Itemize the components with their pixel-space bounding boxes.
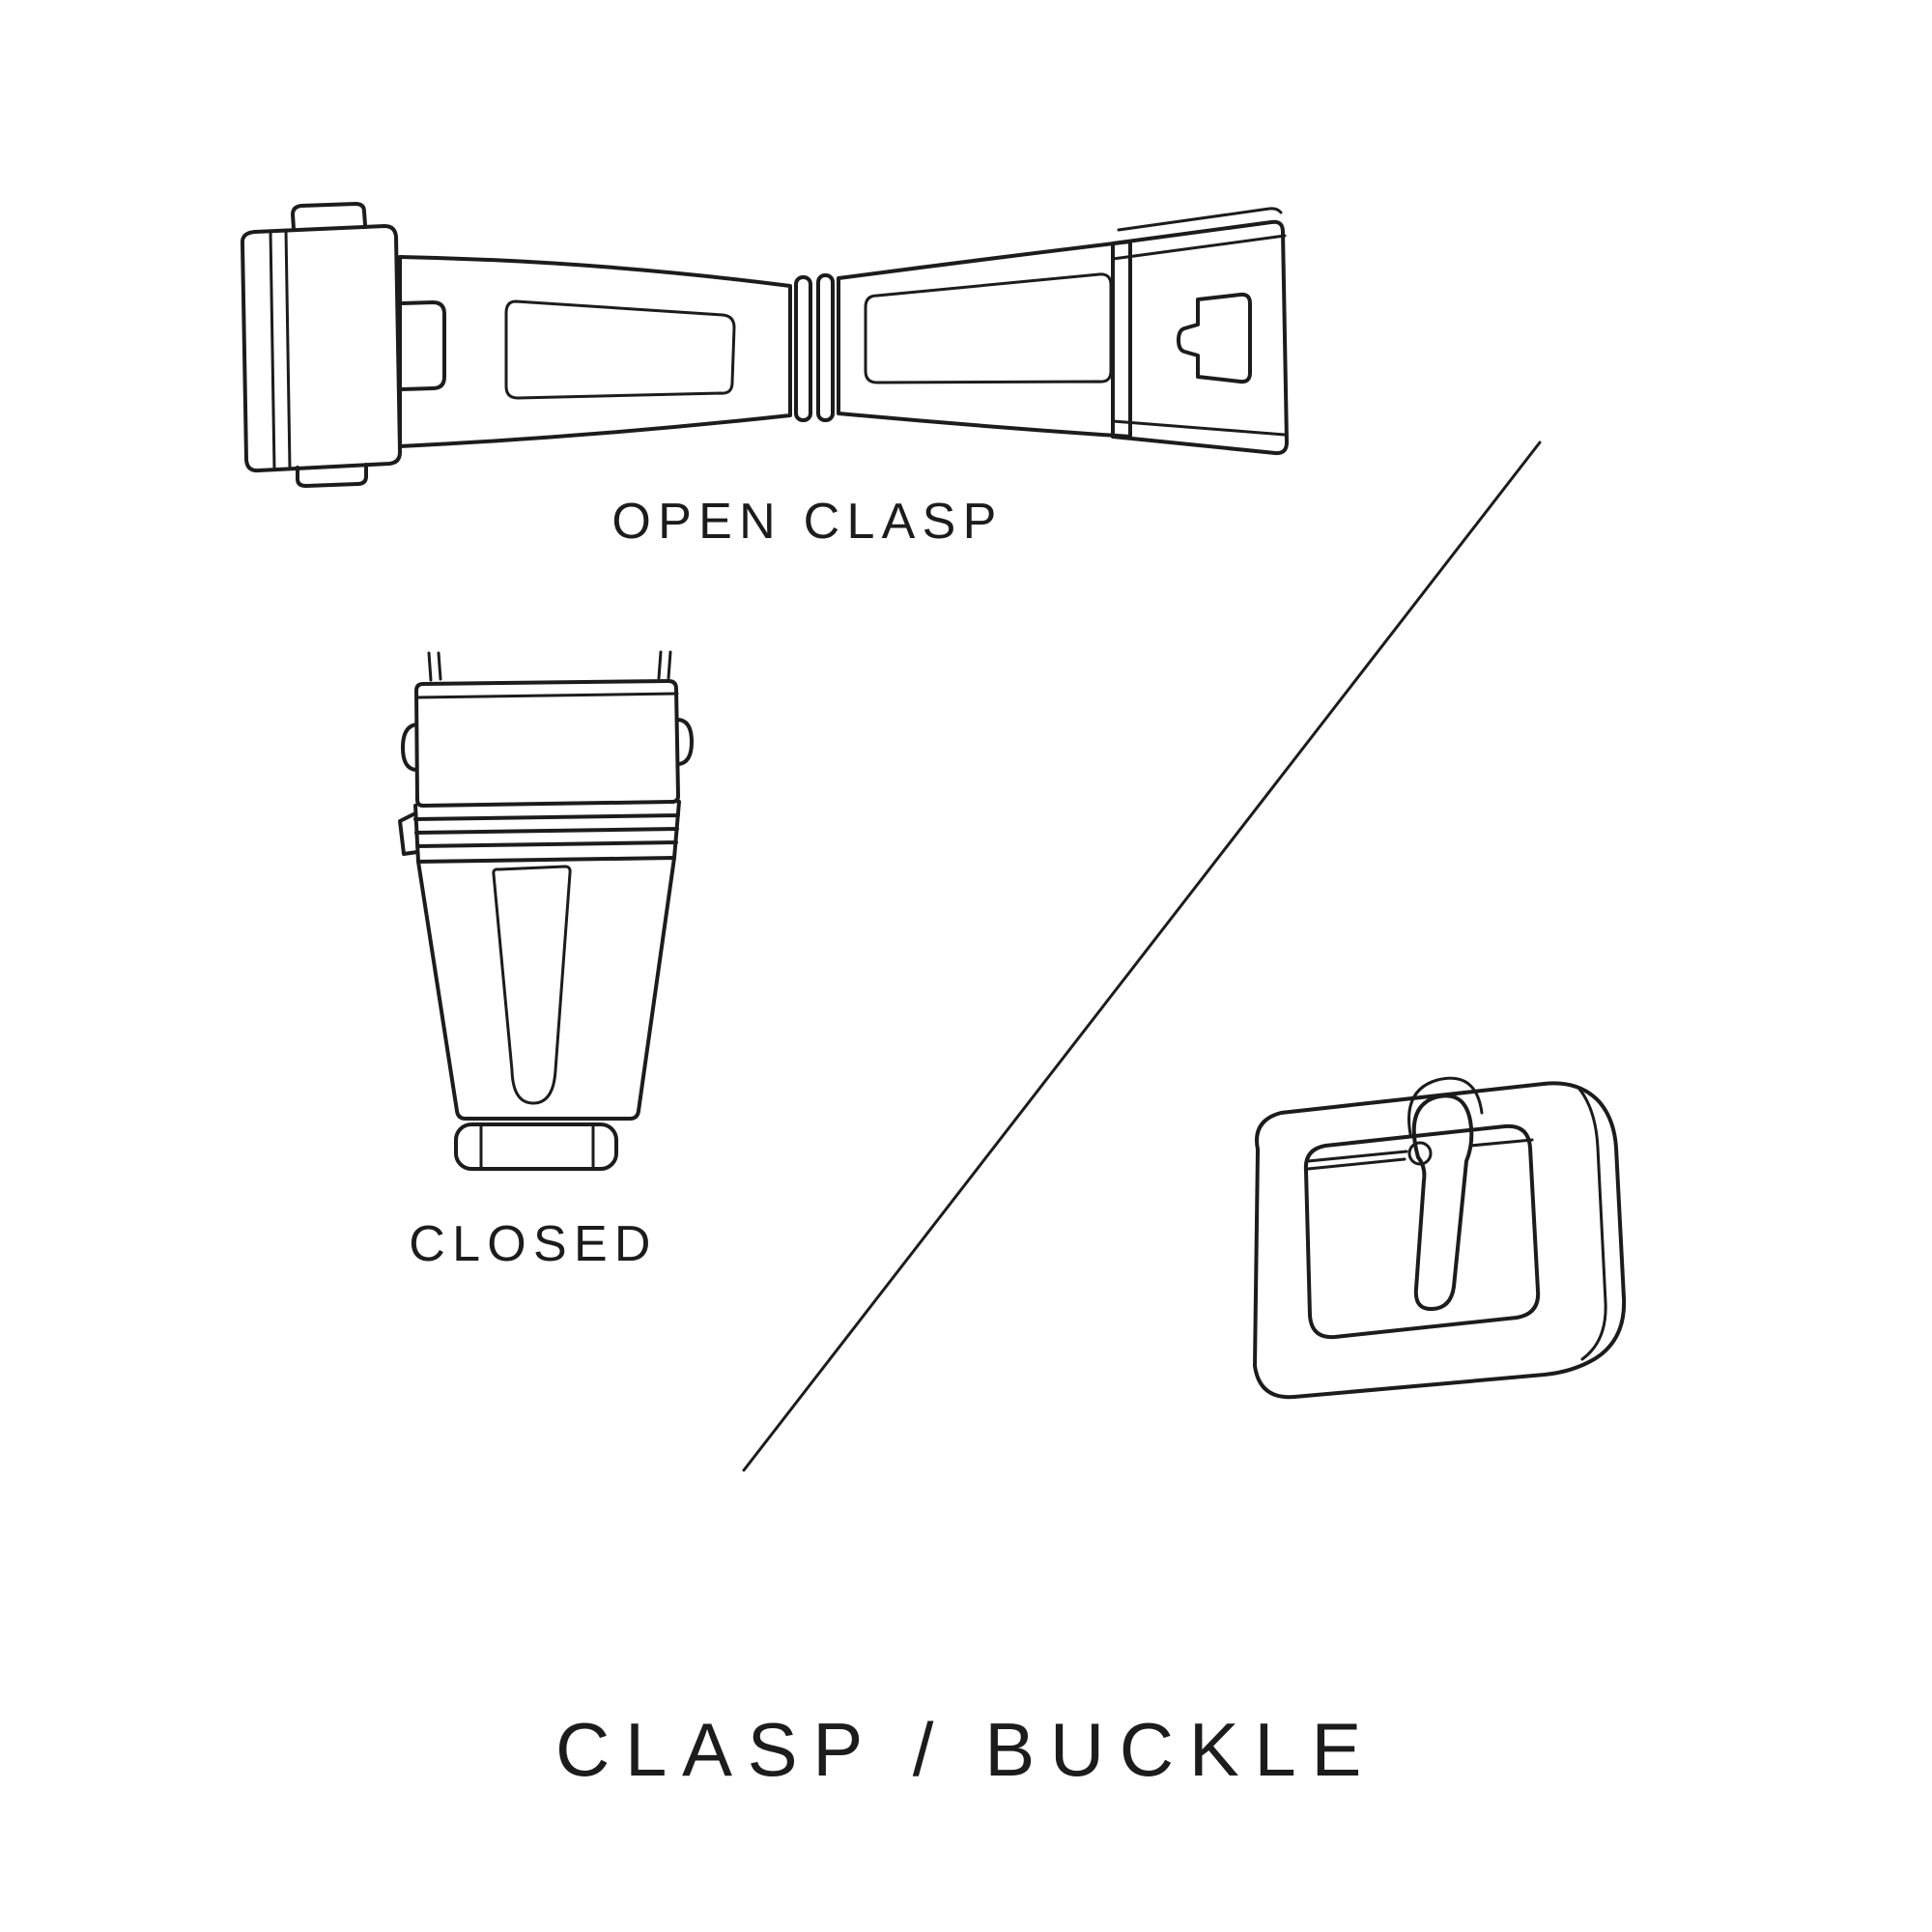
open-clasp-left-panel — [504, 299, 736, 400]
open-clasp-hinge-bar-2 — [816, 273, 835, 422]
open-clasp-left-arm — [398, 255, 792, 448]
buckle-tongue-loop — [1407, 1076, 1484, 1136]
buckle-rolled-edge — [1577, 1086, 1607, 1361]
diagonal-divider-line — [742, 440, 1542, 1472]
open-clasp-right-panel — [864, 272, 1113, 384]
buckle-axle-pin — [1306, 1138, 1534, 1171]
open-clasp-right-arm — [837, 240, 1132, 439]
open-clasp-left-bottom-tab — [296, 463, 368, 488]
open-clasp-right-plate — [1111, 219, 1289, 456]
closed-clasp-inner-slot — [492, 865, 572, 1105]
open-clasp-right-plate-bottomline — [1111, 419, 1287, 437]
closed-clasp-label: CLOSED — [409, 1216, 658, 1272]
open-clasp-hinge-bar-1 — [794, 275, 812, 422]
open-clasp-label: OPEN CLASP — [611, 494, 1004, 550]
closed-clasp-strips — [413, 800, 681, 864]
open-clasp-right-plate-lip — [1117, 207, 1283, 232]
buckle-tongue — [1411, 1094, 1474, 1312]
open-clasp-left-notch — [400, 300, 446, 391]
closed-clasp-illustration — [398, 650, 694, 1171]
tang-buckle-illustration — [1253, 1076, 1627, 1400]
buckle-inner-opening — [1303, 1123, 1541, 1340]
closed-clasp-bottom-cap — [454, 1122, 618, 1171]
closed-clasp-top-block — [414, 679, 680, 808]
closed-clasp-prong-left — [427, 651, 442, 682]
divider-line — [742, 440, 1542, 1472]
open-clasp-right-plate-topline — [1111, 234, 1287, 261]
page-title: CLASP / BUCKLE — [555, 1707, 1377, 1792]
closed-clasp-left-ear — [401, 723, 418, 772]
closed-clasp-right-ear — [676, 718, 694, 766]
closed-clasp-bottom-cap-curves — [479, 1124, 595, 1169]
open-clasp-illustration — [240, 202, 1289, 488]
open-clasp-left-endpiece-curves — [269, 228, 292, 471]
closed-clasp-prong-right — [657, 650, 672, 680]
open-clasp-left-top-tab — [291, 202, 367, 231]
closed-clasp-left-flap — [398, 811, 419, 856]
buckle-outer-frame — [1253, 1081, 1627, 1400]
open-clasp-left-endpiece — [240, 224, 402, 473]
closed-clasp-top-block-line — [415, 692, 679, 699]
open-clasp-hook-detail — [1177, 292, 1252, 384]
closed-clasp-lower-body — [416, 856, 676, 1121]
